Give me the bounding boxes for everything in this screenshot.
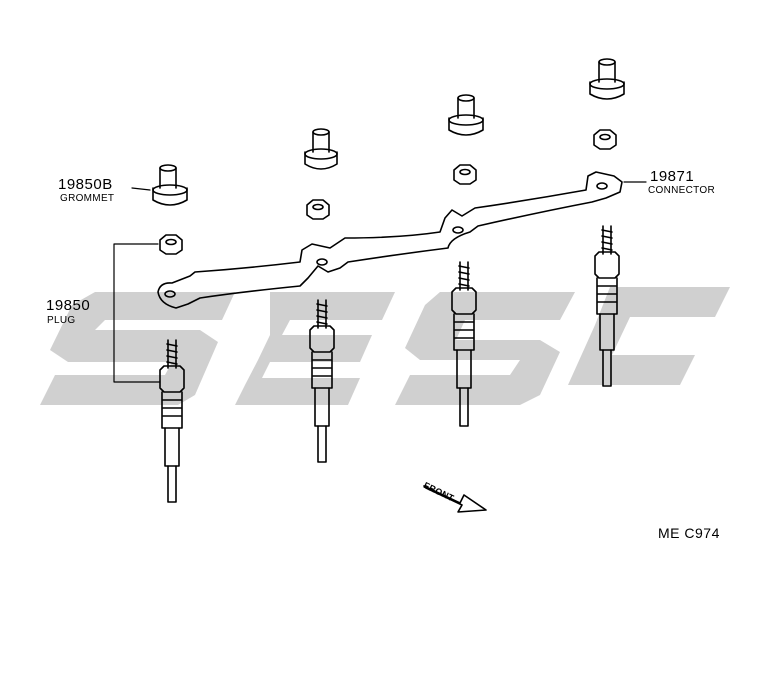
grommet-icon [448,94,484,136]
grommet-icon [589,58,625,100]
diagram-code: ME C974 [658,525,720,541]
glow-plug-icon [594,225,620,387]
connector-part-number: 19871 [650,168,695,185]
nut-icon [306,199,330,220]
glow-plug-icon [159,339,185,503]
glow-plug-icon [451,261,477,427]
nut-icon [159,234,183,255]
grommet-part-name: GROMMET [60,193,115,204]
grommet-part-number: 19850B [58,176,113,193]
connector-bar [157,171,623,309]
plug-part-number: 19850 [46,297,91,314]
connector-part-name: CONNECTOR [648,185,715,196]
front-arrow-icon [423,485,487,513]
nut-icon [593,129,617,150]
leader-plug-bracket [113,243,161,383]
grommet-icon [304,128,338,170]
nut-icon [453,164,477,185]
glow-plug-icon [309,299,335,463]
plug-part-name: PLUG [47,315,76,326]
leader-grommet [131,187,151,191]
grommet-icon [152,164,188,206]
watermark-logo [40,287,730,405]
